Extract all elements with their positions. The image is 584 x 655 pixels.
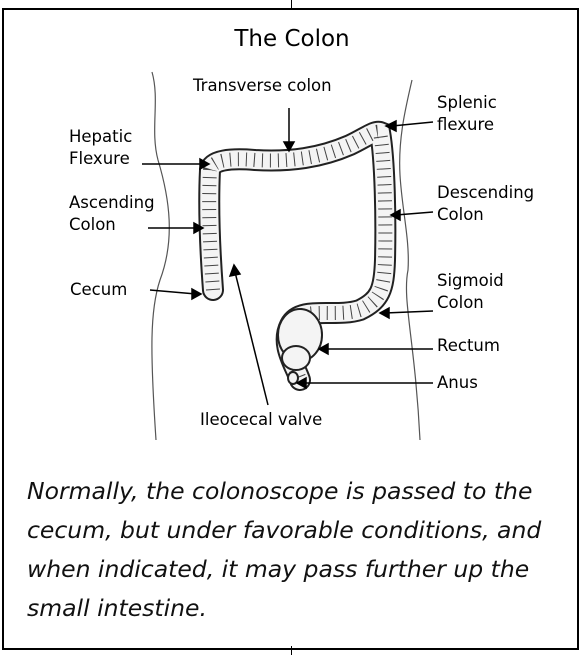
label-ascending-colon: Ascending Colon	[69, 192, 155, 236]
caption-text: Normally, the colonoscope is passed to t…	[27, 472, 567, 628]
label-ileocecal-valve: Ileocecal valve	[200, 409, 322, 431]
label-anus: Anus	[437, 372, 478, 394]
label-sigmoid-colon: Sigmoid Colon	[437, 270, 504, 314]
label-transverse-colon: Transverse colon	[193, 75, 332, 97]
label-hepatic-flexure: Hepatic Flexure	[69, 126, 132, 170]
label-descending-colon: Descending Colon	[437, 182, 534, 226]
label-splenic-flexure: Splenic flexure	[437, 92, 497, 136]
label-rectum: Rectum	[437, 335, 500, 357]
label-cecum: Cecum	[70, 279, 127, 301]
